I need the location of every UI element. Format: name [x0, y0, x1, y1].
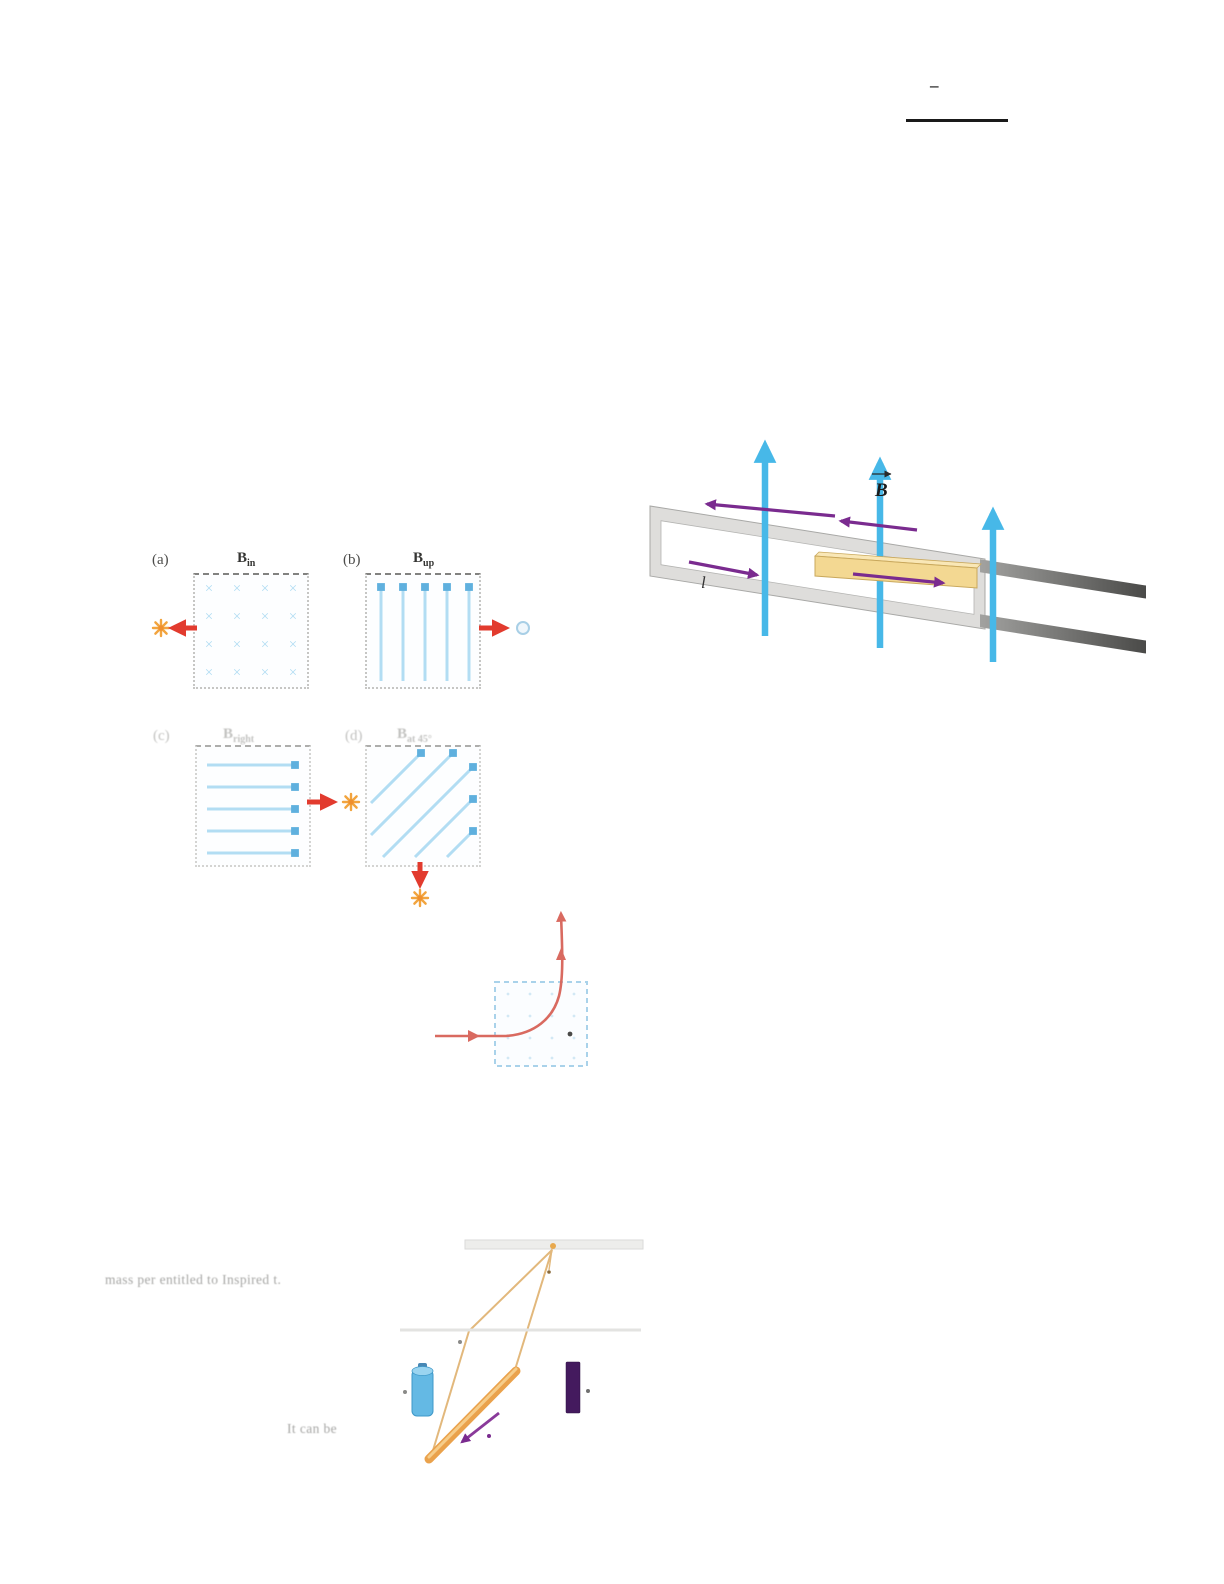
into-page-icon: × — [288, 608, 298, 625]
particle-circle-icon — [516, 621, 530, 635]
panel-title: Bin — [237, 550, 255, 569]
field-symbol: B — [413, 550, 424, 566]
into-page-icon: × — [232, 636, 242, 653]
magnet-bar — [565, 1361, 581, 1414]
into-page-icon: × — [232, 608, 242, 625]
field-subscript: right — [233, 734, 255, 745]
field-symbol: B — [223, 726, 234, 742]
field-up-lines — [377, 583, 473, 681]
rail-tail-bottom — [980, 614, 1146, 654]
into-page-icon: × — [260, 664, 270, 681]
current-arrow-icon — [688, 499, 946, 588]
particle-velocity-arrow — [479, 619, 530, 637]
faded-caption: mass per entitled to Inspired t. — [105, 1272, 282, 1287]
into-page-icon: × — [204, 580, 214, 597]
panel-tag: (b) — [343, 552, 361, 568]
anchor-point — [550, 1243, 556, 1249]
field-region-box — [365, 573, 481, 689]
field-subscript: up — [423, 558, 435, 569]
rail-circuit-figure: B l — [649, 439, 1146, 662]
field-subscript: at 45° — [407, 734, 432, 745]
faded-caption-note: It can be — [287, 1421, 338, 1436]
small-mark — [458, 1340, 462, 1344]
battery-cylinder — [411, 1363, 434, 1417]
particle-velocity-arrow — [410, 862, 430, 908]
field-arrow-up-icon — [753, 439, 1005, 662]
panel-tag: (a) — [152, 552, 169, 568]
field-vector-label: B — [874, 480, 888, 501]
equation-fraction-bar — [906, 119, 1008, 122]
field-subscript: in — [247, 558, 256, 569]
equation-minus-sign: – — [930, 76, 939, 95]
particle-velocity-arrow — [151, 618, 197, 638]
into-page-icon: × — [204, 608, 214, 625]
support-strings — [430, 1248, 553, 1458]
field-region-box: × × × × × × × × × × × × × × × × — [193, 573, 309, 689]
field-panel-d: (d) Bat 45° — [335, 722, 515, 908]
field-symbol: B — [397, 726, 408, 742]
into-page-icon: × — [232, 580, 242, 597]
path-arrowhead-icon — [468, 1030, 480, 1042]
panel-title: Bup — [413, 550, 434, 569]
into-page-icon: × — [288, 664, 298, 681]
small-mark — [586, 1389, 590, 1393]
field-panel-a: (a) Bin × × × × × × × × × × × × × × × × — [145, 548, 325, 718]
panel-tag: (d) — [345, 728, 363, 744]
field-into-page-marks: × × × × × × × × × × × × × × × × — [195, 575, 307, 687]
particle-velocity-arrow — [307, 792, 361, 812]
length-label: l — [701, 573, 706, 592]
into-page-icon: × — [260, 636, 270, 653]
rod-highlight — [427, 1367, 518, 1459]
path-arrowhead-icon — [556, 948, 566, 960]
small-mark — [403, 1390, 407, 1394]
field-region-box — [365, 745, 481, 867]
into-page-icon: × — [288, 636, 298, 653]
current-arrow-icon — [460, 1411, 500, 1444]
field-region-box — [195, 745, 311, 867]
into-page-icon: × — [204, 664, 214, 681]
panel-tag: (c) — [153, 728, 170, 744]
trajectory-figure — [435, 910, 588, 1067]
field-right-lines — [207, 761, 299, 857]
field-panel-b: (b) Bup — [335, 548, 530, 718]
field-panel-c: (c) Bright — [145, 722, 361, 892]
field-symbol: B — [237, 550, 248, 566]
into-page-icon: × — [260, 608, 270, 625]
small-mark — [487, 1434, 491, 1438]
into-page-icon: × — [288, 580, 298, 597]
panel-title: Bright — [223, 726, 254, 745]
small-mark — [547, 1270, 551, 1274]
particle-burst-icon — [151, 618, 171, 638]
suspended-rod-figure — [400, 1239, 644, 1464]
small-mark — [567, 1031, 573, 1037]
field-region-dots — [506, 992, 576, 1060]
into-page-icon: × — [260, 580, 270, 597]
particle-path — [435, 910, 567, 1038]
into-page-icon: × — [232, 664, 242, 681]
into-page-icon: × — [204, 636, 214, 653]
field-diagonal-lines — [369, 749, 477, 859]
rail-tail-top — [980, 559, 1146, 599]
panel-title: Bat 45° — [397, 726, 432, 745]
